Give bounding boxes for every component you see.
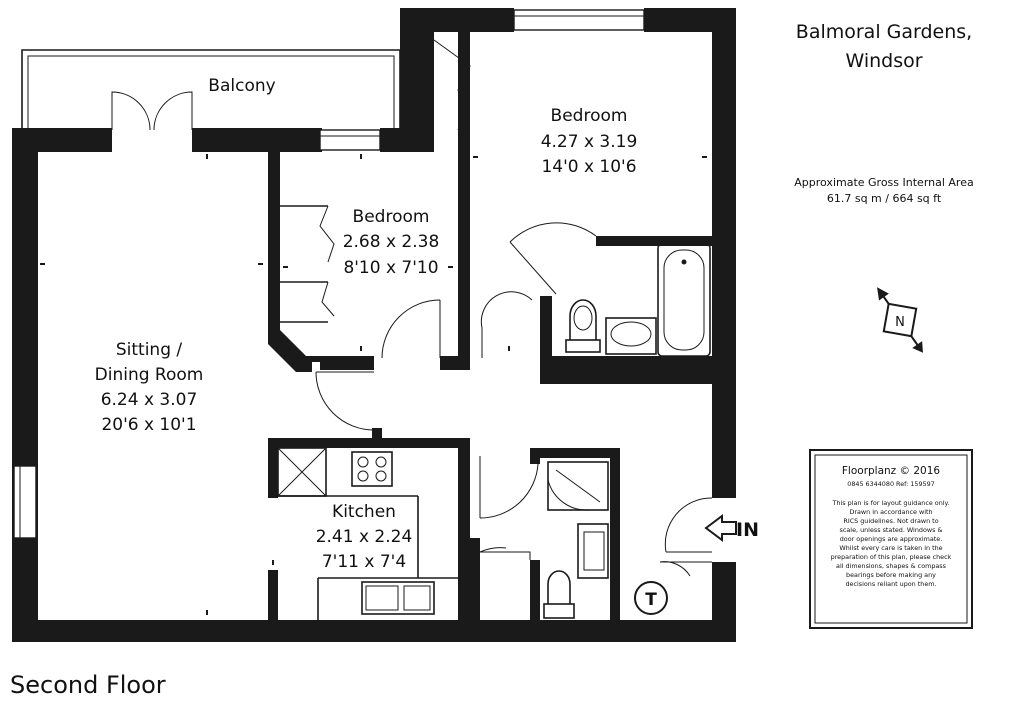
disclaimer-line: door openings are approximate. (840, 535, 943, 543)
address-line2: Windsor (845, 50, 922, 72)
disclaimer-box (809, 449, 973, 629)
walls (12, 8, 736, 642)
disclaimer-text: This plan is for layout guidance only. D… (831, 499, 952, 588)
cupboard-label: T (645, 590, 657, 610)
disclaimer-line: This plan is for layout guidance only. (832, 499, 950, 507)
sitting-metric: 6.24 x 3.07 (101, 390, 198, 410)
bedroom2-metric: 2.68 x 2.38 (343, 232, 440, 252)
bedroom2-name: Bedroom (353, 207, 430, 227)
disclaimer-ref: 0845 6344080 Ref: 159597 (847, 480, 934, 488)
balcony-doors (111, 91, 193, 152)
kitchen-metric: 2.41 x 2.24 (316, 527, 413, 547)
compass-label: N (895, 315, 905, 330)
bedroom2-imperial: 8'10 x 7'10 (343, 258, 438, 278)
sitting-name-line2: Dining Room (95, 365, 204, 385)
disclaimer-line: scale, unless stated. Windows & (840, 526, 943, 534)
compass-icon (877, 287, 923, 353)
sitting-name-line1: Sitting / (116, 340, 183, 360)
measure-ticks (40, 154, 707, 615)
disclaimer-line: preparation of this plan, please check (831, 553, 952, 561)
balcony-label: Balcony (208, 76, 275, 96)
disclaimer-line: all dimensions, shapes & compass (836, 562, 947, 570)
doors (312, 222, 736, 577)
disclaimer-line: bearings before making any (846, 571, 936, 579)
disclaimer-line: Drawn in accordance with (849, 508, 932, 516)
kitchen-name: Kitchen (332, 502, 396, 522)
entrance-arrow-icon (704, 514, 737, 542)
address-line1: Balmoral Gardens, (796, 21, 972, 43)
floor-name: Second Floor (10, 671, 166, 699)
bedroom1-metric: 4.27 x 3.19 (541, 132, 638, 152)
bedroom1-name: Bedroom (551, 106, 628, 126)
bathroom-fixtures (565, 243, 711, 357)
area-title: Approximate Gross Internal Area (794, 176, 973, 189)
bedroom1-imperial: 14'0 x 10'6 (541, 157, 636, 177)
sitting-imperial: 20'6 x 10'1 (101, 415, 196, 435)
area-value: 61.7 sq m / 664 sq ft (827, 192, 942, 205)
disclaimer-brand: Floorplanz © 2016 (842, 465, 941, 477)
entrance-label: IN (736, 519, 759, 541)
cupboard-marker (634, 581, 668, 615)
shower-fixtures (543, 461, 609, 619)
windows (13, 9, 645, 539)
kitchen-imperial: 7'11 x 7'4 (322, 552, 406, 572)
kitchen-fittings (277, 447, 458, 620)
wardrobes (280, 39, 471, 323)
disclaimer-line: decisions reliant upon them. (845, 580, 936, 588)
disclaimer-line: RICS guidelines. Not drawn to (843, 517, 938, 525)
disclaimer-line: Whilst every care is taken in the (839, 544, 942, 552)
